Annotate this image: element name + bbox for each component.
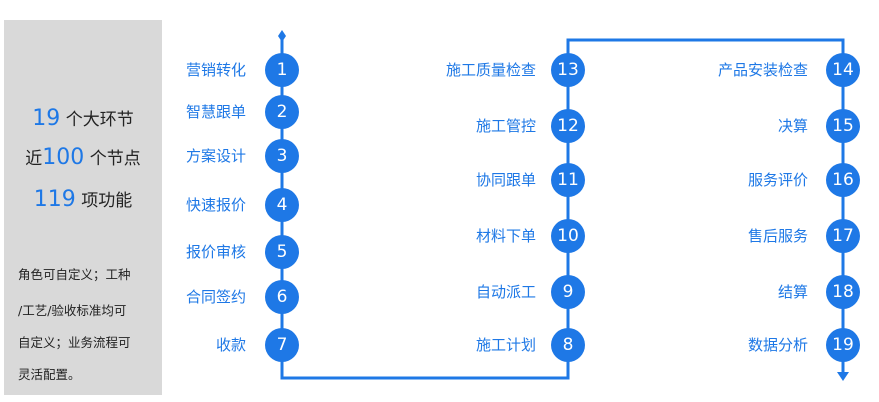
step-label: 服务评价 (747, 171, 808, 189)
step-label: 营销转化 (185, 61, 246, 79)
step-number-badge: 9 (551, 275, 585, 309)
step-label: 施工质量检查 (445, 61, 536, 79)
step-number-badge: 2 (265, 95, 299, 129)
step-number-badge: 15 (826, 109, 860, 143)
start-diamond-icon (278, 30, 286, 42)
step-label: 施工管控 (475, 117, 536, 135)
flow-path (280, 36, 845, 380)
note-line: 灵活配置。 (18, 367, 81, 382)
step-number-badge: 4 (265, 188, 299, 222)
step-label: 合同签约 (185, 288, 246, 306)
step-number-badge: 13 (551, 53, 585, 87)
step-label: 方案设计 (185, 147, 246, 165)
functions-text: 项功能 (81, 191, 133, 211)
step-number-badge: 1 (265, 53, 299, 87)
nodes-prefix: 近 (25, 149, 43, 169)
step-number-badge: 11 (551, 163, 585, 197)
step-label: 决算 (777, 117, 808, 135)
step-number-badge: 6 (265, 280, 299, 314)
summary-functions: 119 项功能 (4, 186, 162, 212)
major-steps-text: 个大环节 (65, 110, 134, 130)
step-number-badge: 5 (265, 235, 299, 269)
end-arrow-icon (837, 372, 849, 381)
summary-panel: 19 个大环节 近100 个节点 119 项功能 角色可自定义；工种 /工艺/验… (4, 20, 162, 395)
step-label: 快速报价 (185, 196, 246, 214)
step-number-badge: 16 (826, 163, 860, 197)
step-label: 协同跟单 (475, 171, 536, 189)
step-number-badge: 18 (826, 275, 860, 309)
functions-count: 119 (33, 187, 76, 212)
step-number-badge: 14 (826, 53, 860, 87)
summary-nodes: 近100 个节点 (4, 144, 162, 170)
nodes-count: 100 (42, 145, 85, 170)
step-number-badge: 12 (551, 109, 585, 143)
step-number-badge: 3 (265, 139, 299, 173)
step-number-badge: 17 (826, 219, 860, 253)
step-label: 产品安装检查 (717, 61, 808, 79)
step-label: 智慧跟单 (185, 103, 246, 121)
step-number-badge: 7 (265, 328, 299, 362)
note-line: 角色可自定义；工种 (18, 267, 131, 282)
summary-major-steps: 19 个大环节 (4, 105, 162, 131)
step-label: 结算 (777, 283, 808, 301)
step-label: 售后服务 (747, 227, 808, 245)
step-label: 收款 (215, 336, 246, 354)
nodes-text: 个节点 (89, 149, 141, 169)
step-label: 施工计划 (475, 336, 536, 354)
note-line: /工艺/验收标准均可 (18, 303, 127, 318)
step-number-badge: 8 (551, 328, 585, 362)
step-number-badge: 10 (551, 219, 585, 253)
step-label: 材料下单 (475, 227, 536, 245)
major-steps-count: 19 (32, 106, 61, 131)
note-line: 自定义；业务流程可 (18, 335, 131, 350)
step-label: 数据分析 (747, 336, 808, 354)
step-number-badge: 19 (826, 328, 860, 362)
step-label: 自动派工 (475, 283, 536, 301)
step-label: 报价审核 (185, 243, 246, 261)
